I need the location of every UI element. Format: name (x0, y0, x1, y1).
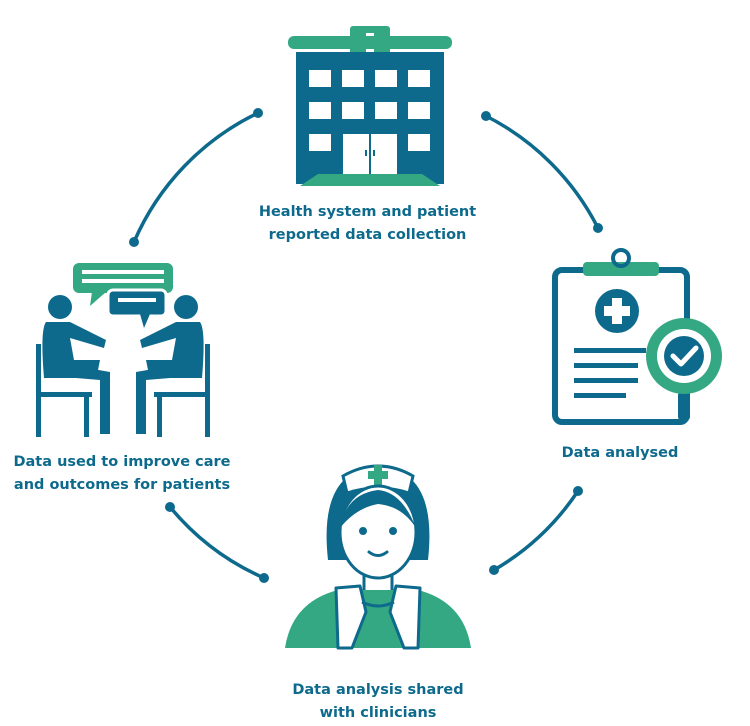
arc-dot (481, 111, 491, 121)
label-line: Data analysis shared (292, 682, 464, 698)
label-line: and outcomes for patients (13, 477, 231, 493)
label-line: Data analysed (561, 445, 679, 461)
arc-dot (573, 486, 583, 496)
hospital-icon (288, 26, 452, 186)
arc-dot (165, 502, 175, 512)
node-label-shared-with-clinicians: Data analysis shared with clinicians (262, 679, 494, 725)
node-label-data-analysed: Data analysed (545, 442, 695, 465)
arc-dot (593, 223, 603, 233)
conversation-icon (36, 263, 210, 437)
arc-dot (253, 108, 263, 118)
nurse-icon (285, 464, 471, 650)
arc-left-top (132, 111, 260, 244)
cycle-arcs (132, 111, 600, 580)
label-line: reported data collection (268, 227, 467, 243)
arc-right-bottom (492, 489, 580, 572)
node-label-health-system: Health system and patient reported data … (225, 201, 510, 247)
arc-bottom-left (168, 505, 266, 580)
arc-dot (259, 573, 269, 583)
arc-dot (489, 565, 499, 575)
arc-top-right (484, 114, 600, 230)
label-line: Data used to improve care (13, 454, 231, 470)
arc-endpoints (129, 108, 603, 583)
clipboard-magnifier-icon (552, 248, 722, 425)
label-line: Health system and patient (258, 204, 477, 220)
node-label-improve-care: Data used to improve care and outcomes f… (4, 451, 240, 497)
arc-dot (129, 237, 139, 247)
label-line: with clinicians (319, 705, 437, 721)
